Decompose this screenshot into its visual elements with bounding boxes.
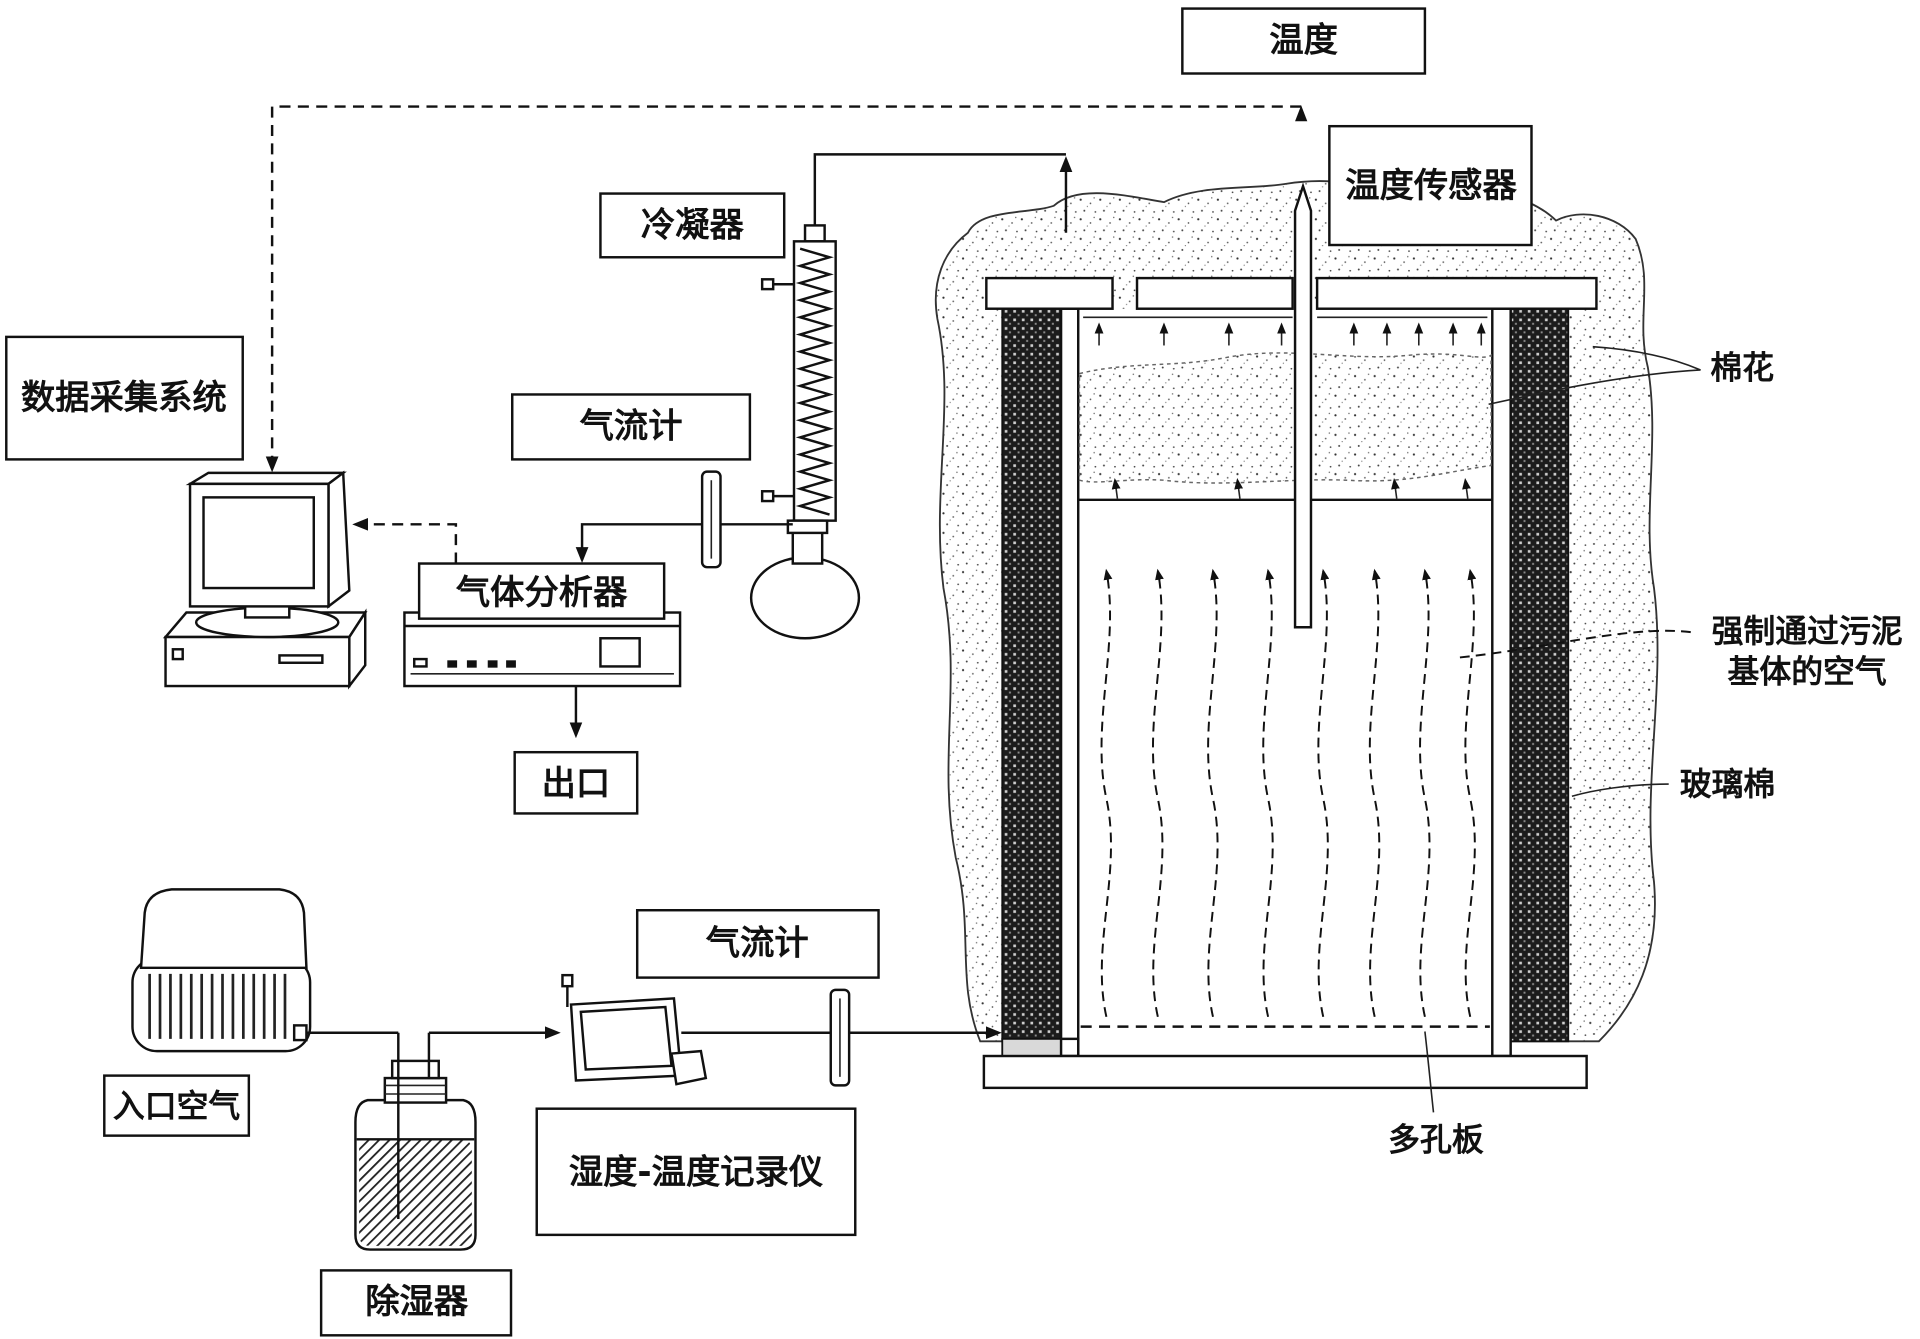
dehumidifier-desiccant xyxy=(359,1139,472,1246)
glass-wool-left xyxy=(1001,307,1062,1043)
nozzle-arrows xyxy=(1094,322,1486,346)
cotton-leader-inner xyxy=(1488,369,1701,406)
computer-power-button xyxy=(171,648,184,661)
temperature-label: 温度 xyxy=(1269,20,1338,60)
condenser-top-fitting xyxy=(803,224,826,243)
hygro-thermo-recorder xyxy=(561,973,708,1086)
collection-flask xyxy=(749,556,861,640)
air-pump-lid xyxy=(139,888,308,970)
recorder-base xyxy=(670,1049,708,1086)
gas-analyzer-button xyxy=(447,660,458,668)
recorder-antenna-tip xyxy=(561,973,574,988)
inlet-air-box xyxy=(103,1074,251,1137)
porous-plate-leader xyxy=(1424,1031,1435,1113)
dehumidifier-label: 除湿器 xyxy=(365,1282,469,1322)
air-pump xyxy=(131,888,312,1053)
inlet-chamber xyxy=(1001,1037,1062,1057)
inlet-air-label: 入口空气 xyxy=(113,1087,241,1125)
lower-flowmeter-label: 气流计 xyxy=(706,923,809,963)
outlet-label: 出口 xyxy=(542,764,611,804)
condenser-port-upper-cap xyxy=(760,278,775,291)
airflow-arrow xyxy=(1100,568,1113,1018)
computer-drive-slot xyxy=(278,654,324,664)
gas-analyzer-label-box xyxy=(417,562,666,620)
airflow-arrow xyxy=(1464,568,1477,1018)
recorder-box xyxy=(535,1107,857,1237)
inner-cotton-layer xyxy=(1078,352,1492,484)
airflow-arrow xyxy=(1262,568,1275,1018)
outlet-box xyxy=(513,750,639,815)
dehumidifier-bottle xyxy=(354,1032,477,1251)
air-pump-vents xyxy=(148,973,287,1039)
data-acquisition-box xyxy=(5,335,244,461)
airflow-arrow xyxy=(1317,568,1330,1018)
gas-analyzer-knob xyxy=(413,657,428,668)
glass-wool-right xyxy=(1509,307,1570,1043)
cotton-leader-outer xyxy=(1592,345,1701,371)
data-acquisition-label: 数据采集系统 xyxy=(21,378,227,418)
temperature-signal-line xyxy=(265,105,1302,473)
condenser-box xyxy=(599,192,786,259)
flask-joint xyxy=(786,519,829,535)
forced-air-leader xyxy=(1455,629,1691,659)
cotton-label: 棉花 xyxy=(1710,349,1774,387)
monitor-top xyxy=(185,471,347,486)
temperature-box xyxy=(1181,7,1427,75)
chamber-wall-right xyxy=(1491,307,1512,1058)
upper-flowmeter-label: 气流计 xyxy=(580,406,683,446)
glass-wool-label: 玻璃棉 xyxy=(1680,765,1776,803)
mesh-arrow xyxy=(1462,478,1471,499)
gas-analyzer-display xyxy=(599,637,641,668)
lid-segment-left xyxy=(985,276,1114,310)
airflow-arrow xyxy=(1368,568,1381,1018)
condenser-coil xyxy=(795,247,834,516)
lower-flowmeter-box xyxy=(635,909,880,979)
air-pump-nozzle xyxy=(292,1024,308,1042)
gas-analyzer: 气体分析器 xyxy=(403,562,682,688)
dehumidifier-box xyxy=(319,1269,513,1337)
condenser xyxy=(749,224,861,640)
flowmeter-to-analyzer-pipe xyxy=(575,523,703,564)
mesh-arrow xyxy=(1111,478,1121,499)
reactor xyxy=(934,180,1659,1090)
mesh-arrow xyxy=(1391,478,1400,499)
mesh-arrows xyxy=(1111,478,1471,499)
bottle-cap xyxy=(390,1059,440,1080)
airflow-arrow xyxy=(1419,568,1431,1018)
airflow-arrows xyxy=(1100,568,1477,1018)
lid-segment-right xyxy=(1315,276,1598,310)
airflow-arrow xyxy=(1207,568,1219,1018)
recorder-label: 湿度-温度记录仪 xyxy=(569,1152,824,1192)
inlet-wall-block xyxy=(1059,1037,1080,1058)
gas-analyzer-button xyxy=(506,660,516,668)
glass-wool-leader xyxy=(1571,783,1669,798)
temperature-sensor-box xyxy=(1328,124,1533,247)
forced-air-label-line-1: 强制通过污泥 xyxy=(1712,612,1903,650)
mesh-arrow xyxy=(1234,478,1244,499)
temperature-sensor-probe xyxy=(1293,182,1313,629)
condenser-label: 冷凝器 xyxy=(641,205,745,245)
gas-analyzer-button xyxy=(466,660,477,668)
bottle-cap-band xyxy=(383,1076,448,1104)
condenser-port-lower-cap xyxy=(760,490,775,503)
airflow-arrow xyxy=(1152,568,1164,1018)
forced-air-label-line-2: 基体的空气 xyxy=(1728,652,1887,690)
upper-flowmeter-box xyxy=(511,393,752,461)
lid-segment-middle xyxy=(1135,276,1294,310)
monitor-screen xyxy=(202,496,316,590)
temperature-sensor-label: 温度传感器 xyxy=(1345,166,1517,206)
computer xyxy=(162,470,368,690)
recorder-screen xyxy=(579,1005,673,1071)
analyzer-to-computer-signal xyxy=(352,517,458,564)
porous-plate-label: 多孔板 xyxy=(1388,1120,1484,1158)
temperature-signal-arrowhead xyxy=(1295,105,1308,122)
gas-analyzer-button xyxy=(487,660,498,668)
chamber-wall-left xyxy=(1059,307,1080,1058)
gas-analyzer-label: 气体分析器 xyxy=(456,573,628,613)
exhaust-to-condenser-pipe xyxy=(813,153,1066,226)
base-plate xyxy=(982,1054,1588,1090)
